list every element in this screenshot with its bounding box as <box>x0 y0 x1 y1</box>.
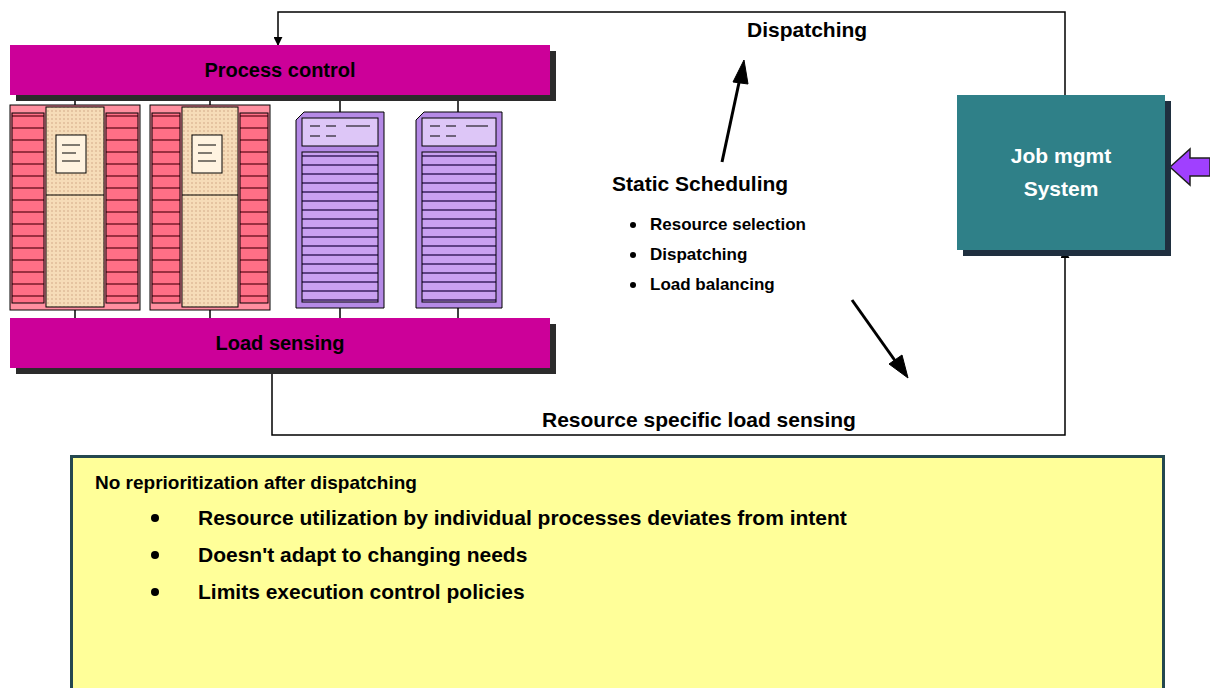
bullet-item: Load balancing <box>650 275 775 295</box>
bullet-dot <box>630 252 636 258</box>
note-bullet: Doesn't adapt to changing needs <box>198 542 888 567</box>
input-arrow <box>1170 149 1210 185</box>
bullet-item: Resource selection <box>650 215 806 235</box>
bullet-item: Dispatching <box>650 245 747 265</box>
section-heading: Static Scheduling <box>612 172 788 196</box>
server-small <box>296 112 502 308</box>
note-bullet-row: Limits execution control policies <box>95 579 1142 604</box>
band: Load sensing <box>10 318 550 368</box>
node-label: Process control <box>204 55 355 86</box>
note-box: No reprioritization after dispatchingRes… <box>70 455 1165 688</box>
note-heading: No reprioritization after dispatching <box>95 472 785 495</box>
edge-label: Resource specific load sensing <box>540 408 858 432</box>
band: Process control <box>10 45 550 95</box>
system-box: Job mgmt System <box>957 95 1165 250</box>
server-large <box>10 105 270 310</box>
note-bullet: Limits execution control policies <box>198 579 888 604</box>
bullet-dot <box>151 514 159 522</box>
note-bullet-row: Resource utilization by individual proce… <box>95 505 1142 530</box>
note-heading-row: No reprioritization after dispatching <box>95 472 1142 495</box>
node-label: Job mgmt System <box>1001 140 1121 205</box>
edge-label: Dispatching <box>745 18 869 42</box>
note-bullet-row: Doesn't adapt to changing needs <box>95 542 1142 567</box>
bullet-dot <box>151 588 159 596</box>
node-label: Load sensing <box>216 328 345 359</box>
bullet-dot <box>630 282 636 288</box>
bus-lines <box>75 95 458 318</box>
bullet-dot <box>630 222 636 228</box>
note-bullet: Resource utilization by individual proce… <box>198 505 888 530</box>
bullet-dot <box>151 551 159 559</box>
